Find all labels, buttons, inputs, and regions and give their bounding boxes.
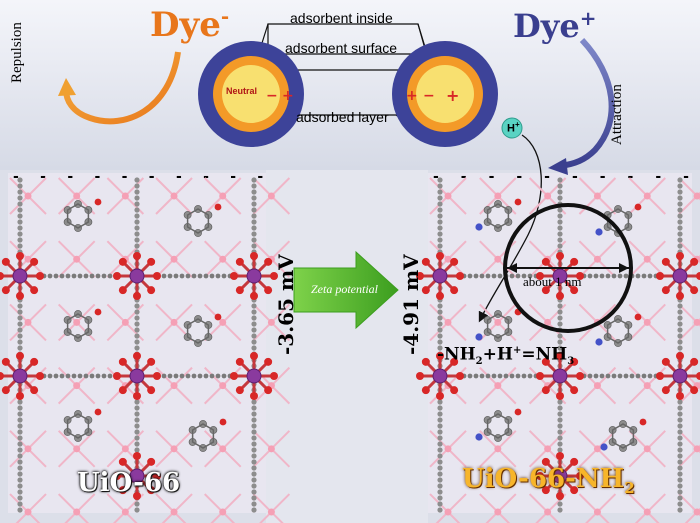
zr-node (416, 252, 464, 300)
svg-text:−: − (266, 88, 278, 104)
surface-charge-mark: - (683, 169, 689, 185)
zr-node (536, 352, 584, 400)
benzene-ring-icon (63, 198, 102, 232)
zr-node (113, 452, 161, 500)
zr-node (0, 252, 44, 300)
lattice-left (0, 177, 291, 523)
benzene-ring-icon (183, 313, 222, 347)
particle-right: + − + (392, 41, 498, 147)
dye-positive-label: Dye+ (513, 6, 597, 45)
surface-charge-mark: - (13, 169, 19, 185)
surface-charge-mark: - (257, 169, 263, 185)
attraction-arrow-icon (559, 37, 615, 169)
material-label-uio66: UiO-66 (77, 468, 181, 498)
surface-charge-mark: - (628, 169, 634, 185)
dye-negative-label: Dye- (150, 4, 230, 45)
attraction-label: Attraction (609, 84, 625, 145)
surface-charges-right: ---------- (433, 169, 689, 185)
zr-node (656, 252, 700, 300)
zr-node (230, 352, 278, 400)
protonation-equation: -NH2+H+=NH3 (437, 344, 575, 368)
surface-charge-mark: - (489, 169, 495, 185)
surface-charge-mark: - (203, 169, 209, 185)
benzene-ring-icon (188, 418, 227, 452)
proton-path-arrow-icon (478, 134, 542, 323)
surface-charge-mark: - (94, 169, 100, 185)
zr-node (416, 352, 464, 400)
zeta-value-left: -3.65 mV (274, 254, 298, 355)
zr-node (230, 252, 278, 300)
zr-node (113, 252, 161, 300)
zeta-potential-label: Zeta potential (311, 282, 378, 296)
benzene-ring-icon (600, 418, 647, 452)
zeta-value-right: -4.91 mV (399, 254, 423, 355)
zr-node (0, 352, 44, 400)
proton-sphere-icon (501, 117, 523, 139)
particle-left: − + (198, 41, 304, 147)
lattice-right (416, 177, 700, 523)
svg-text:+: + (406, 88, 418, 104)
adsorbent-surface-label: adsorbent surface (285, 40, 398, 56)
surface-charge-mark: - (600, 169, 606, 185)
surface-charges-left: ---------- (13, 169, 263, 185)
surface-charge-mark: - (544, 169, 550, 185)
zr-node (656, 352, 700, 400)
surface-charge-mark: - (67, 169, 73, 185)
adsorbed-layer-label: adsorbed layer (296, 109, 389, 125)
adsorbent-inside-label: adsorbent inside (290, 10, 393, 26)
zr-node (113, 352, 161, 400)
neutral-label: Neutral (226, 86, 258, 96)
surface-charge-mark: - (516, 169, 522, 185)
surface-charge-mark: - (655, 169, 661, 185)
repulsion-arrow-icon (63, 51, 181, 125)
pore-size-label: about 1 nm (523, 274, 582, 289)
surface-charge-mark: - (176, 169, 182, 185)
svg-text:+: + (446, 86, 459, 105)
surface-charge-mark: - (122, 169, 128, 185)
surface-charge-mark: - (149, 169, 155, 185)
repulsion-label: Repulsion (9, 22, 25, 83)
benzene-ring-icon (475, 198, 522, 232)
pore-circle-icon (503, 203, 633, 333)
top-background (0, 0, 700, 170)
surface-charge-mark: - (433, 169, 439, 185)
proton-label: H+ (507, 120, 520, 135)
surface-charge-mark: - (40, 169, 46, 185)
attraction-arrowhead-icon (548, 158, 568, 175)
zr-node (536, 252, 584, 300)
benzene-ring-icon (475, 308, 522, 342)
benzene-ring-icon (63, 308, 102, 342)
benzene-ring-icon (183, 203, 222, 237)
svg-text:+: + (282, 88, 294, 104)
material-label-uio66-nh2: UiO-66-NH2 (462, 464, 635, 498)
surface-charge-mark: - (461, 169, 467, 185)
zr-node (536, 452, 584, 500)
zeta-potential-arrow-icon (293, 250, 399, 330)
repulsion-arrowhead-icon (58, 78, 76, 96)
benzene-ring-icon (475, 408, 522, 442)
benzene-ring-icon (63, 408, 102, 442)
benzene-ring-icon (595, 313, 642, 347)
surface-charge-mark: - (572, 169, 578, 185)
svg-text:−: − (423, 88, 435, 104)
surface-charge-mark: - (230, 169, 236, 185)
middle-gap (266, 170, 428, 523)
